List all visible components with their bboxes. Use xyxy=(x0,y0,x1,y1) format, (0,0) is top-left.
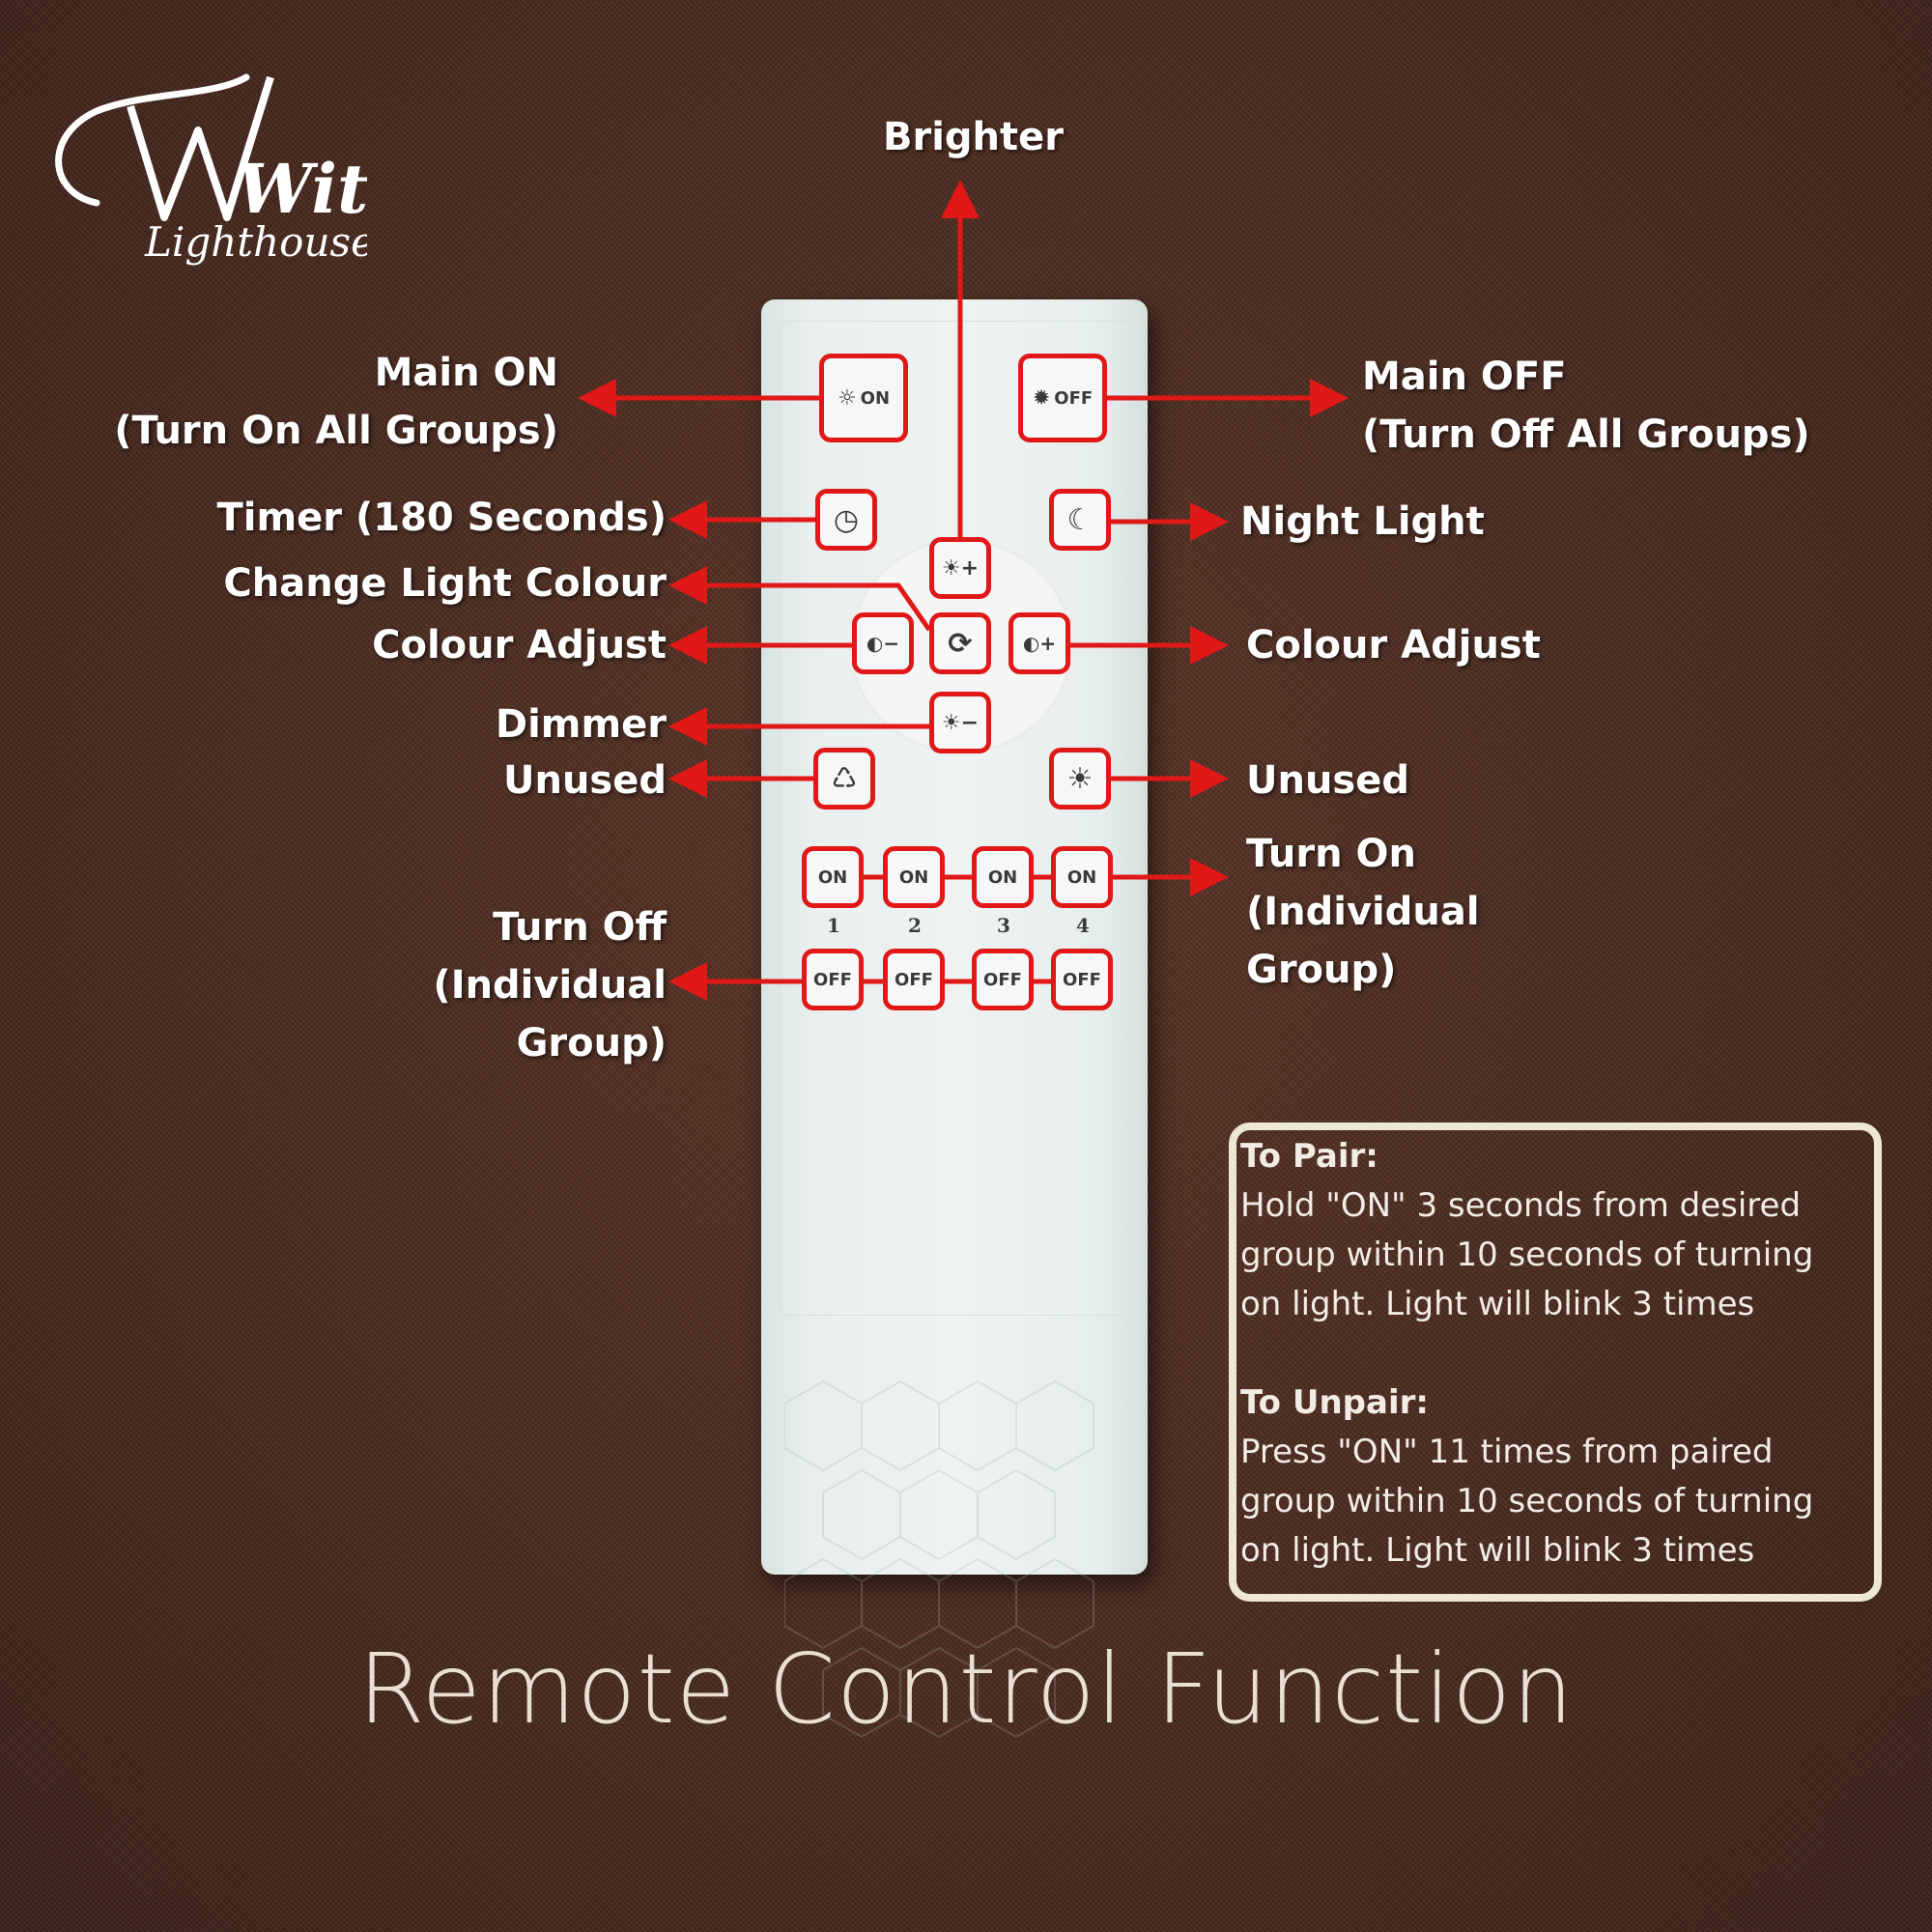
pair-line2: group within 10 seconds of turning xyxy=(1240,1236,1814,1274)
remote-button-panel xyxy=(779,321,1132,1316)
pair-line1: Hold "ON" 3 seconds from desired xyxy=(1240,1186,1802,1225)
colour-temp-plus-icon: ◐+ xyxy=(1022,632,1057,655)
bulb-icon: ☀ xyxy=(1066,761,1094,796)
group-3-number: 3 xyxy=(997,914,1010,937)
page-title: Remote Control Function xyxy=(357,1633,1575,1746)
label-colour-adjust-left: Colour Adjust xyxy=(372,623,667,668)
group-4-number: 4 xyxy=(1076,914,1090,937)
pair-instructions: To Pair: Hold "ON" 3 seconds from desire… xyxy=(1240,1132,1813,1576)
night-light-button[interactable]: ☾ xyxy=(1049,489,1111,551)
label-turn-off-line1: Turn Off xyxy=(493,905,667,950)
main-off-label: OFF xyxy=(1054,387,1094,409)
label-change-colour: Change Light Colour xyxy=(223,561,667,606)
label-night-light: Night Light xyxy=(1240,499,1485,544)
unused-right-button[interactable]: ☀ xyxy=(1049,748,1111,810)
brighter-button[interactable]: ☀+ xyxy=(929,537,991,599)
label-dimmer: Dimmer xyxy=(495,702,667,747)
label-turn-on-line3: Group) xyxy=(1246,948,1397,992)
recycle-icon: ♺ xyxy=(831,761,858,796)
unpair-line2: group within 10 seconds of turning xyxy=(1240,1482,1814,1520)
label-turn-off-line2: (Individual xyxy=(433,963,667,1008)
wits-lighthouse-logo: Wit's Lighthouse xyxy=(55,73,367,266)
timer-button[interactable]: ◷ xyxy=(815,489,877,551)
label-turn-off-line3: Group) xyxy=(516,1021,667,1065)
group-4-on-label: ON xyxy=(1066,867,1097,888)
group-3-off-button[interactable]: OFF xyxy=(972,949,1034,1010)
cycle-icon: ⟳ xyxy=(948,626,973,661)
label-turn-on-line1: Turn On xyxy=(1246,832,1416,876)
label-main-on: Main ON (Turn On All Groups) xyxy=(97,344,558,460)
group-1-on-button[interactable]: ON xyxy=(802,846,864,908)
label-timer: Timer (180 Seconds) xyxy=(216,496,668,540)
logo-brand: Wit's xyxy=(237,149,367,229)
label-unused-left: Unused xyxy=(502,758,667,803)
unused-left-button[interactable]: ♺ xyxy=(813,748,875,810)
colour-adjust-minus-button[interactable]: ◐− xyxy=(852,612,914,674)
group-4-on-button[interactable]: ON xyxy=(1051,846,1113,908)
unpair-line1: Press "ON" 11 times from paired xyxy=(1240,1433,1774,1471)
group-2-off-button[interactable]: OFF xyxy=(883,949,945,1010)
label-main-on-line2: (Turn On All Groups) xyxy=(114,409,558,453)
logo-sub: Lighthouse xyxy=(144,218,367,266)
label-brighter: Brighter xyxy=(883,115,1065,159)
main-on-button[interactable]: ☼ ON xyxy=(819,354,908,442)
main-off-button[interactable]: ✹ OFF xyxy=(1018,354,1107,442)
hex-pattern xyxy=(784,1379,1094,1739)
pair-line3: on light. Light will blink 3 times xyxy=(1240,1285,1755,1323)
clock-icon: ◷ xyxy=(833,502,860,537)
group-1-number: 1 xyxy=(827,914,840,937)
label-colour-adjust-right: Colour Adjust xyxy=(1246,623,1541,668)
sun-outline-icon: ☼ xyxy=(837,385,857,411)
dimmer-button[interactable]: ☀− xyxy=(929,692,991,753)
sun-filled-icon: ✹ xyxy=(1032,385,1051,411)
label-main-on-line1: Main ON xyxy=(374,351,558,395)
group-4-off-button[interactable]: OFF xyxy=(1051,949,1113,1010)
main-on-label: ON xyxy=(860,387,891,409)
group-2-off-label: OFF xyxy=(895,969,933,990)
group-2-on-label: ON xyxy=(898,867,929,888)
change-colour-button[interactable]: ⟳ xyxy=(929,612,991,674)
group-1-off-label: OFF xyxy=(813,969,852,990)
group-3-on-label: ON xyxy=(987,867,1018,888)
group-3-off-label: OFF xyxy=(983,969,1022,990)
label-turn-on-line2: (Individual xyxy=(1246,890,1480,934)
colour-temp-minus-icon: ◐− xyxy=(866,632,900,655)
label-turn-on: Turn On (Individual Group) xyxy=(1246,825,1480,999)
label-unused-right: Unused xyxy=(1246,758,1410,803)
pair-title: To Pair: xyxy=(1240,1137,1378,1176)
label-main-off-line1: Main OFF xyxy=(1362,355,1567,399)
label-turn-off: Turn Off (Individual Group) xyxy=(97,898,667,1072)
moon-star-icon: ☾ xyxy=(1066,502,1094,537)
group-3-on-button[interactable]: ON xyxy=(972,846,1034,908)
group-4-off-label: OFF xyxy=(1063,969,1101,990)
brightness-up-icon: ☀+ xyxy=(941,555,980,581)
unpair-line3: on light. Light will blink 3 times xyxy=(1240,1531,1755,1570)
colour-adjust-plus-button[interactable]: ◐+ xyxy=(1009,612,1070,674)
group-1-off-button[interactable]: OFF xyxy=(802,949,864,1010)
unpair-title: To Unpair: xyxy=(1240,1383,1429,1422)
pairing-info-box xyxy=(1229,1122,1882,1602)
group-2-on-button[interactable]: ON xyxy=(883,846,945,908)
label-main-off-line2: (Turn Off All Groups) xyxy=(1362,412,1810,457)
label-main-off: Main OFF (Turn Off All Groups) xyxy=(1362,348,1810,464)
group-1-on-label: ON xyxy=(817,867,848,888)
group-2-number: 2 xyxy=(908,914,922,937)
brightness-down-icon: ☀− xyxy=(941,710,980,735)
